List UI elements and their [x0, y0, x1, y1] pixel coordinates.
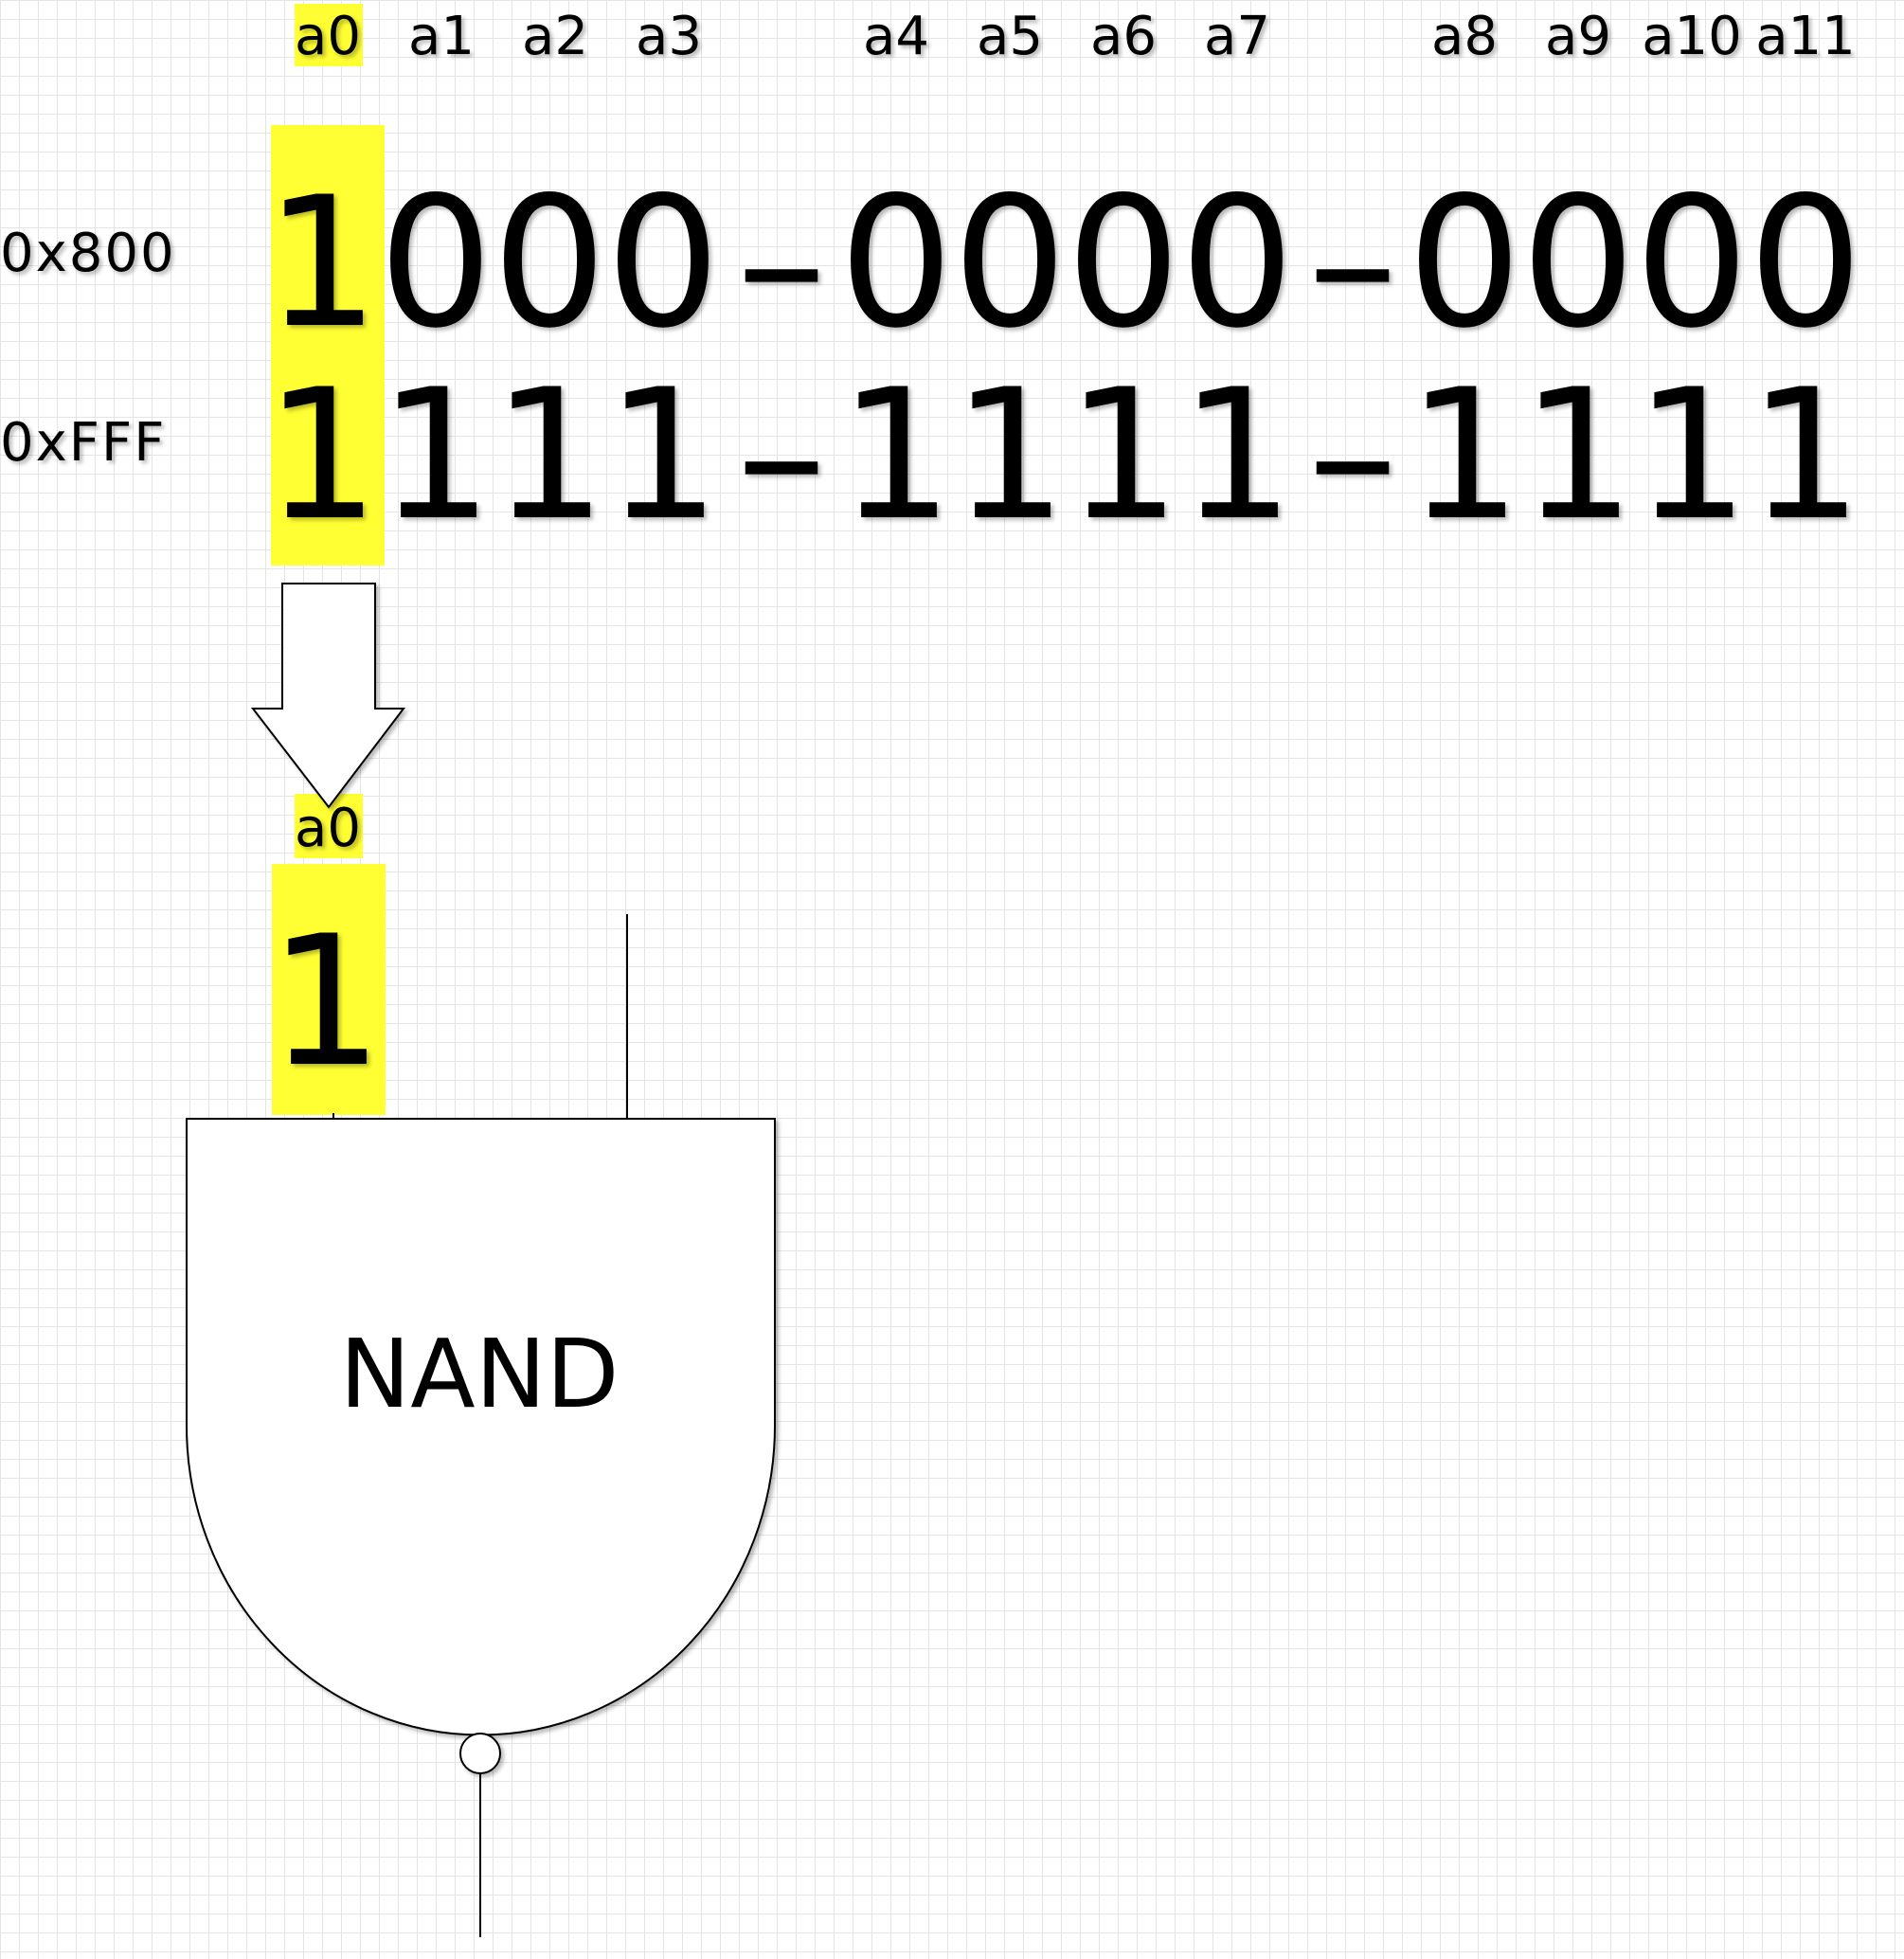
nand-gate-label: NAND: [339, 1319, 619, 1429]
binary-digit: 1: [1408, 350, 1522, 560]
selected-bit-value: 1: [269, 897, 384, 1106]
bit-label-a7: a7: [1204, 6, 1270, 67]
bit-label-a8: a8: [1431, 6, 1498, 67]
binary-digit: 0: [953, 158, 1068, 368]
selected-bit-label: a0: [295, 798, 361, 859]
binary-digit: 1: [606, 350, 721, 560]
binary-digit: 0: [1067, 158, 1181, 368]
binary-digit: 0: [1408, 158, 1522, 368]
bit-label-a9: a9: [1545, 6, 1611, 67]
binary-digit: 1: [1521, 350, 1636, 560]
bit-label-a6: a6: [1090, 6, 1157, 67]
hex-label-0x800: 0x800: [0, 223, 176, 284]
down-arrow-icon: [250, 583, 406, 809]
bit-column-highlight: [271, 125, 385, 566]
binary-digit: 1: [379, 350, 494, 560]
nand-inversion-bubble: [459, 1733, 501, 1774]
binary-digit: 0: [1180, 158, 1295, 368]
bit-label-a4: a4: [863, 6, 929, 67]
binary-digit: 0: [1635, 158, 1750, 368]
group-separator: –: [737, 158, 827, 368]
binary-digit: 1: [1635, 350, 1750, 560]
group-separator: –: [737, 350, 827, 560]
binary-digit: 1: [839, 350, 954, 560]
group-separator: –: [1308, 158, 1398, 368]
binary-digit: 1: [1067, 350, 1181, 560]
group-separator: –: [1308, 350, 1398, 560]
bit-label-a11: a11: [1755, 6, 1856, 67]
binary-digit: 1: [265, 350, 380, 560]
hex-label-0xFFF: 0xFFF: [0, 412, 166, 474]
binary-digit: 1: [265, 158, 380, 368]
bit-label-a5: a5: [977, 6, 1043, 67]
bit-label-a10: a10: [1642, 6, 1742, 67]
bit-label-a3: a3: [636, 6, 702, 67]
binary-digit: 0: [606, 158, 721, 368]
binary-digit: 1: [493, 350, 607, 560]
binary-digit: 0: [493, 158, 607, 368]
binary-digit: 0: [379, 158, 494, 368]
bit-label-a1: a1: [408, 6, 475, 67]
bit-label-highlight: [295, 4, 363, 66]
binary-digit: 1: [1749, 350, 1863, 560]
bit-label-a2: a2: [522, 6, 588, 67]
binary-digit: 1: [953, 350, 1068, 560]
binary-digit: 0: [1749, 158, 1863, 368]
binary-digit: 0: [1521, 158, 1636, 368]
binary-digit: 0: [839, 158, 954, 368]
binary-digit: 1: [1180, 350, 1295, 560]
bit-label-a0: a0: [295, 6, 361, 67]
selected-bit-highlight: [272, 864, 386, 1115]
